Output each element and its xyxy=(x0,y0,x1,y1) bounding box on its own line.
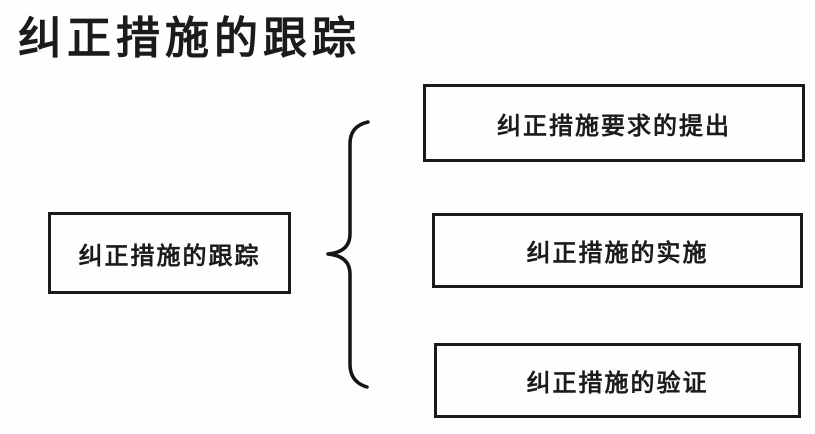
root-box-tracking: 纠正措施的跟踪 xyxy=(48,212,291,294)
curly-brace-icon xyxy=(326,120,370,389)
page-title: 纠正措施的跟踪 xyxy=(18,14,361,63)
item-box-implementation: 纠正措施的实施 xyxy=(432,213,803,288)
item-box-proposal: 纠正措施要求的提出 xyxy=(423,84,805,162)
item-box-verification: 纠正措施的验证 xyxy=(434,343,801,418)
